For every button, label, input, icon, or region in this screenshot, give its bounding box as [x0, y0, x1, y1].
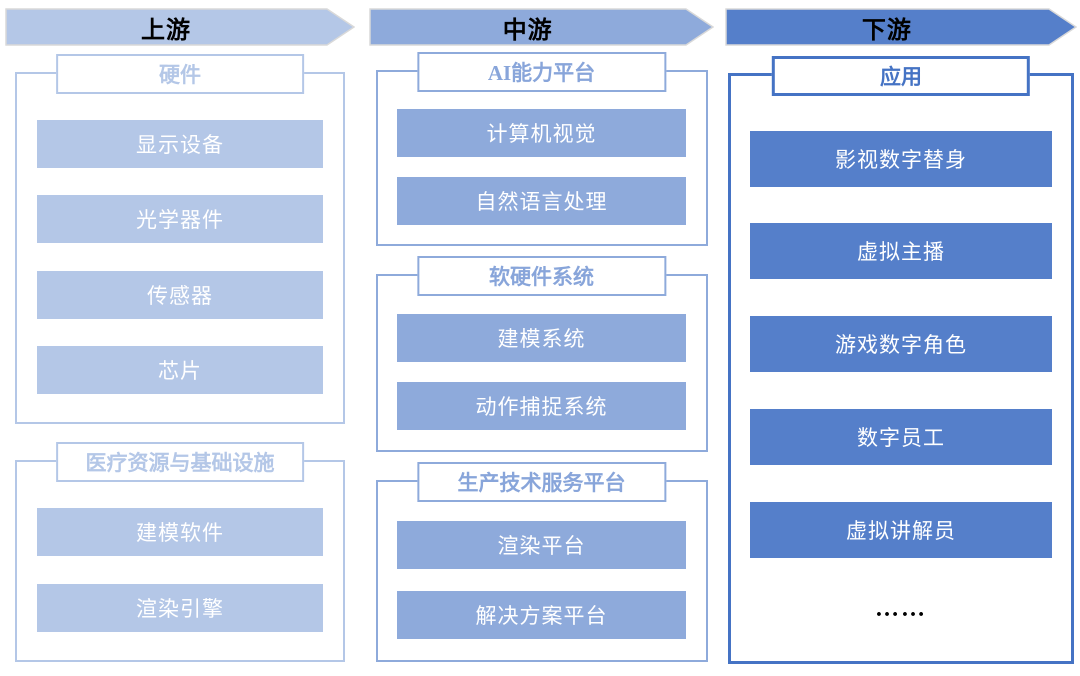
chain-item: 光学器件	[36, 195, 324, 244]
group-box: 软硬件系统建模系统动作捕捉系统	[375, 256, 708, 452]
chain-item: 解决方案平台	[397, 590, 686, 639]
group-title: 医疗资源与基础设施	[56, 442, 304, 482]
chain-item: 建模软件	[36, 508, 324, 556]
chain-item: 自然语言处理	[397, 176, 686, 225]
arrow-midstream-shape	[369, 8, 714, 46]
chain-item: 芯片	[36, 346, 324, 395]
group-items: 显示设备光学器件传感器芯片	[17, 74, 343, 422]
chain-item: 数字员工	[749, 408, 1053, 465]
group-title: 硬件	[56, 54, 304, 94]
group-items: 建模系统动作捕捉系统	[378, 276, 706, 450]
group-items: 渲染平台解决方案平台	[378, 482, 706, 660]
arrow-midstream: 中游	[369, 8, 714, 46]
chain-item: 游戏数字角色	[749, 316, 1053, 373]
arrow-upstream-label: 上游	[141, 17, 191, 44]
ellipsis-item: ……	[875, 595, 927, 622]
group-title: 应用	[771, 56, 1031, 96]
chain-item: 虚拟主播	[749, 223, 1053, 280]
group-items: 建模软件渲染引擎	[17, 462, 343, 660]
tier-upstream: 上游 硬件显示设备光学器件传感器芯片医疗资源与基础设施建模软件渲染引擎	[5, 0, 355, 662]
arrow-downstream-shape	[725, 8, 1077, 46]
groups-midstream: AI能力平台计算机视觉自然语言处理软硬件系统建模系统动作捕捉系统生产技术服务平台…	[369, 46, 714, 662]
group-title: 软硬件系统	[416, 256, 667, 296]
group-items: 计算机视觉自然语言处理	[378, 72, 706, 244]
chain-item: 显示设备	[36, 119, 324, 168]
groups-downstream: 应用影视数字替身虚拟主播游戏数字角色数字员工虚拟讲解员 ……	[725, 46, 1077, 664]
arrow-upstream: 上游	[5, 8, 355, 46]
chain-item: 传感器	[36, 270, 324, 319]
chain-item: 建模系统	[397, 314, 686, 362]
group-title: 生产技术服务平台	[416, 462, 667, 502]
chain-item: 影视数字替身	[749, 130, 1053, 187]
chain-item: 渲染引擎	[36, 584, 324, 632]
group-box: 生产技术服务平台渲染平台解决方案平台	[375, 462, 708, 662]
group-items: 影视数字替身虚拟主播游戏数字角色数字员工虚拟讲解员 ……	[731, 76, 1071, 661]
chain-item: 动作捕捉系统	[397, 382, 686, 430]
tier-downstream: 下游 应用影视数字替身虚拟主播游戏数字角色数字员工虚拟讲解员 ……	[725, 0, 1077, 664]
chain-item: 计算机视觉	[397, 109, 686, 158]
arrow-midstream-label: 中游	[502, 17, 553, 44]
group-title: AI能力平台	[416, 52, 667, 92]
group-box: 应用影视数字替身虚拟主播游戏数字角色数字员工虚拟讲解员 ……	[728, 56, 1074, 664]
chain-item: 虚拟讲解员	[749, 501, 1053, 558]
tier-midstream: 中游 AI能力平台计算机视觉自然语言处理软硬件系统建模系统动作捕捉系统生产技术服…	[369, 0, 714, 662]
group-box: 医疗资源与基础设施建模软件渲染引擎	[15, 442, 345, 662]
arrow-upstream-shape	[5, 8, 355, 46]
chain-item: 渲染平台	[397, 521, 686, 570]
group-box: 硬件显示设备光学器件传感器芯片	[15, 54, 345, 424]
groups-upstream: 硬件显示设备光学器件传感器芯片医疗资源与基础设施建模软件渲染引擎	[5, 46, 355, 662]
arrow-downstream-label: 下游	[861, 17, 912, 44]
arrow-downstream: 下游	[725, 8, 1077, 46]
group-box: AI能力平台计算机视觉自然语言处理	[375, 52, 708, 246]
